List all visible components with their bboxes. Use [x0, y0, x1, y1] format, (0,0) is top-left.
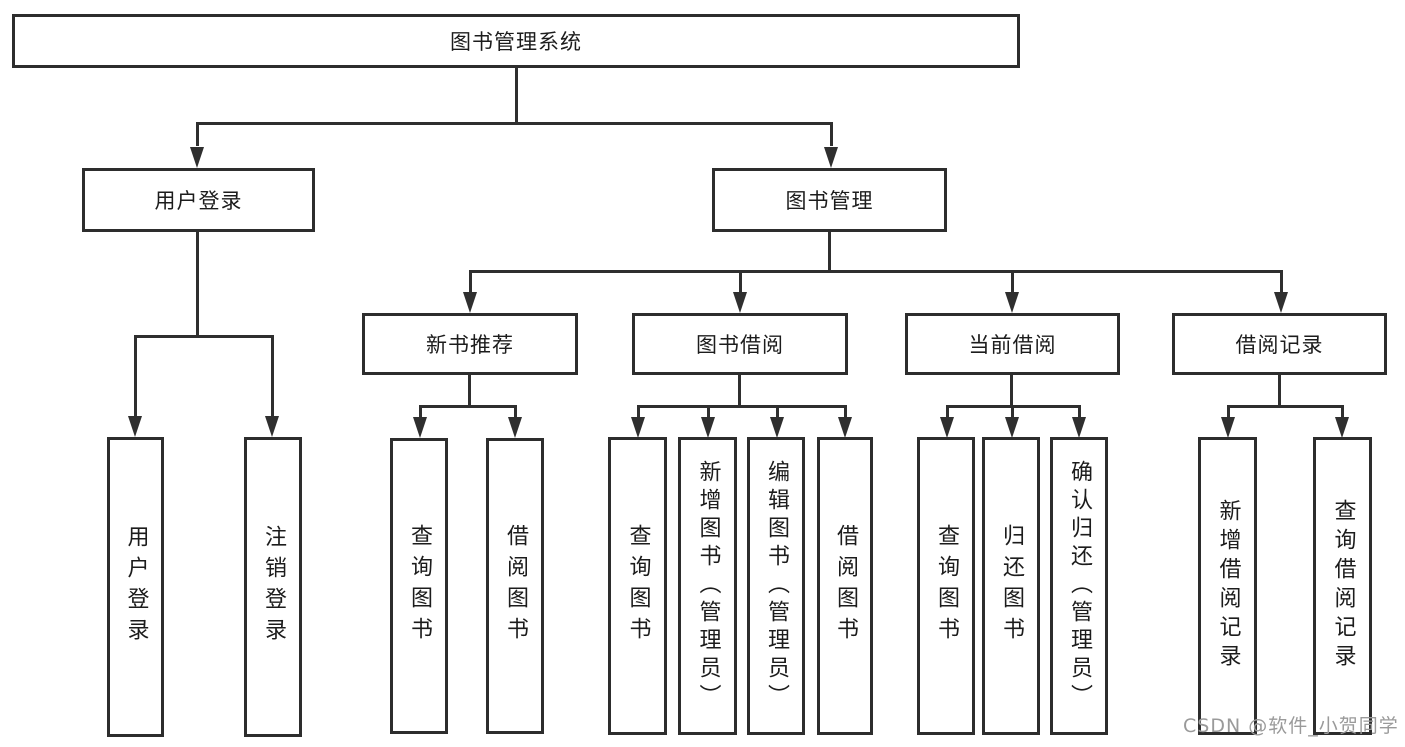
- node-query-books-3: 查询图书: [917, 437, 975, 735]
- connector-level1-rail: [196, 122, 833, 125]
- connector-stem: [1011, 270, 1014, 294]
- arrow-down-icon: [1221, 417, 1235, 438]
- connector-stem: [469, 270, 472, 294]
- connector-rail: [1227, 405, 1344, 408]
- node-borrow-records: 借阅记录: [1172, 313, 1387, 375]
- arrow-down-icon: [701, 417, 715, 438]
- csdn-watermark: CSDN @软件_小贺同学: [1183, 715, 1399, 737]
- connector-stem: [514, 405, 517, 419]
- arrow-down-icon: [190, 147, 204, 168]
- connector-trunk: [828, 232, 831, 273]
- connector-trunk: [738, 375, 741, 407]
- node-add-books-admin: 新增图书（管理员）: [678, 437, 737, 735]
- node-edit-books-admin: 编辑图书（管理员）: [747, 437, 805, 735]
- node-query-books-1: 查询图书: [390, 438, 448, 734]
- connector-stem: [844, 405, 847, 419]
- node-library-management-system: 图书管理系统: [12, 14, 1020, 68]
- node-logout-action: 注销登录: [244, 437, 302, 737]
- arrow-down-icon: [733, 292, 747, 313]
- connector-stem: [830, 122, 833, 146]
- connector-trunk: [1278, 375, 1281, 407]
- connector-trunk: [1010, 375, 1013, 407]
- arrow-down-icon: [770, 417, 784, 438]
- arrow-down-icon: [413, 417, 427, 438]
- connector-stem: [1341, 405, 1344, 419]
- connector-level3-rail: [469, 270, 1282, 273]
- node-add-borrow-record: 新增借阅记录: [1198, 437, 1257, 735]
- node-user-login-action: 用户登录: [107, 437, 164, 737]
- node-borrow-books-2: 借阅图书: [817, 437, 873, 735]
- arrow-down-icon: [265, 416, 279, 437]
- connector-stem: [134, 335, 137, 419]
- node-new-book-recommend: 新书推荐: [362, 313, 578, 375]
- node-book-management: 图书管理: [712, 168, 947, 232]
- connector-stem: [419, 405, 422, 419]
- connector-trunk: [468, 375, 471, 407]
- arrow-down-icon: [824, 147, 838, 168]
- node-book-borrow: 图书借阅: [632, 313, 848, 375]
- arrow-down-icon: [508, 417, 522, 438]
- connector-stem: [196, 122, 199, 146]
- connector-stem: [271, 335, 274, 419]
- arrow-down-icon: [128, 416, 142, 437]
- node-borrow-books-1: 借阅图书: [486, 438, 544, 734]
- node-user-login: 用户登录: [82, 168, 315, 232]
- arrow-down-icon: [1274, 292, 1288, 313]
- connector-stem: [1078, 405, 1081, 419]
- node-return-books: 归还图书: [982, 437, 1040, 735]
- node-query-books-2: 查询图书: [608, 437, 667, 735]
- connector-root-trunk: [515, 68, 518, 125]
- connector-stem: [946, 405, 949, 419]
- connector-stem: [1280, 270, 1283, 294]
- connector-rail: [419, 405, 517, 408]
- arrow-down-icon: [463, 292, 477, 313]
- arrow-down-icon: [838, 417, 852, 438]
- connector-stem: [776, 405, 779, 419]
- arrow-down-icon: [631, 417, 645, 438]
- node-query-borrow-record: 查询借阅记录: [1313, 437, 1372, 735]
- node-current-borrow: 当前借阅: [905, 313, 1120, 375]
- connector-stem: [707, 405, 710, 419]
- arrow-down-icon: [1005, 292, 1019, 313]
- node-confirm-return-admin: 确认归还（管理员）: [1050, 437, 1108, 735]
- connector-stem: [1011, 405, 1014, 419]
- connector-stem: [637, 405, 640, 419]
- arrow-down-icon: [1335, 417, 1349, 438]
- connector-rail: [637, 405, 847, 408]
- connector-trunk: [196, 232, 199, 338]
- arrow-down-icon: [940, 417, 954, 438]
- connector-stem: [739, 270, 742, 294]
- arrow-down-icon: [1005, 417, 1019, 438]
- connector-rail: [134, 335, 274, 338]
- connector-stem: [1227, 405, 1230, 419]
- arrow-down-icon: [1072, 417, 1086, 438]
